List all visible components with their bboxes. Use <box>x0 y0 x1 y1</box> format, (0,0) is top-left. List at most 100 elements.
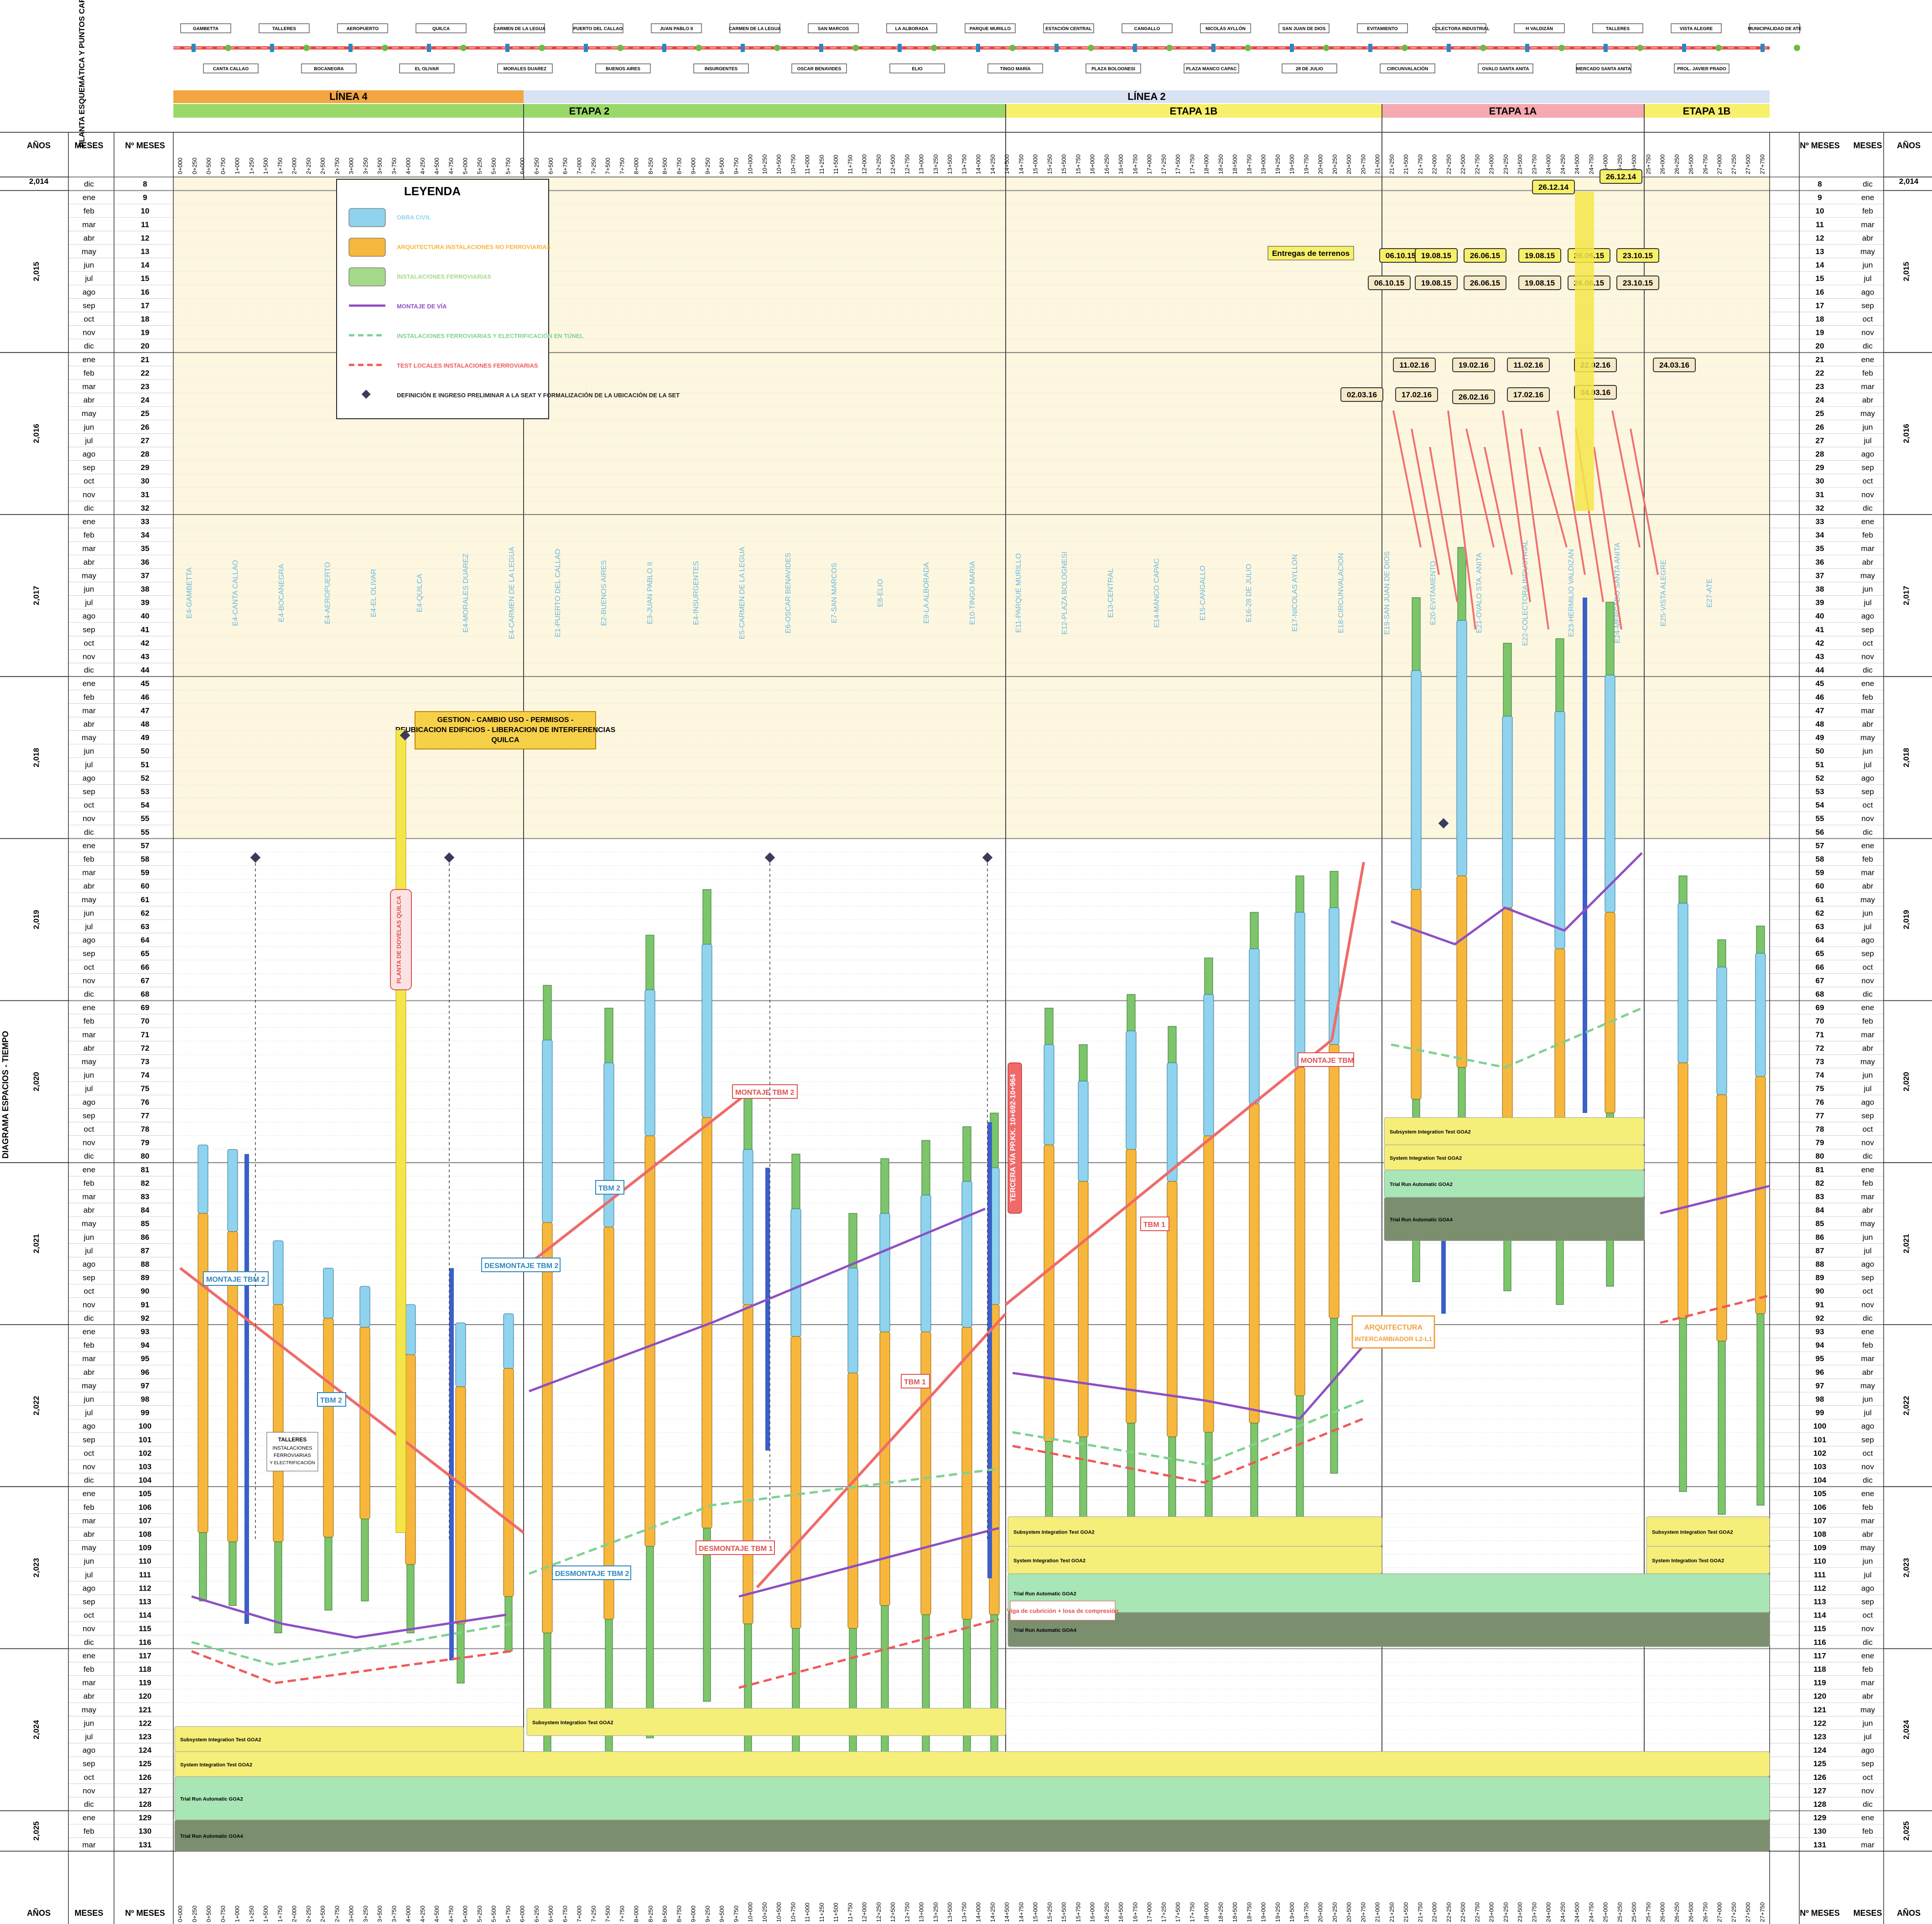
civil-works-bar <box>644 989 655 1136</box>
station-box-top <box>808 23 859 33</box>
tbm-label: MONTAJE TBM 2 <box>206 1276 265 1284</box>
month-number-right: 81 <box>1816 1165 1824 1174</box>
station-box-bottom <box>1380 63 1435 73</box>
pk-tick-label-top: 5+750 <box>504 157 511 174</box>
month-number: 72 <box>141 1044 150 1052</box>
tunnel-diagonal <box>1557 410 1586 575</box>
month-number-right: 109 <box>1813 1544 1826 1552</box>
station-box-top <box>494 23 545 33</box>
pk-tick-label-top: 4+500 <box>433 157 440 174</box>
test-dashed-line <box>738 1618 999 1689</box>
architecture-bar <box>1456 875 1467 1068</box>
month-name: feb <box>83 855 94 863</box>
station-box-bottom <box>203 63 259 73</box>
pk-tick-label-bottom: 13+500 <box>946 1902 953 1922</box>
pk-tick-label-top: 12+000 <box>861 154 868 174</box>
pre-works-bar <box>921 1140 930 1196</box>
pk-tick-label-top: 13+750 <box>961 154 967 174</box>
month-number-right: 20 <box>1816 342 1824 350</box>
month-name-right: dic <box>1863 990 1873 998</box>
pk-tick-label-bottom: 3+500 <box>376 1905 383 1922</box>
tunnel-diagonal <box>1538 447 1568 548</box>
phase-trialrun-goa2-1b-label: Trial Run Automatic GOA2 <box>1013 1591 1076 1597</box>
month-name-right: feb <box>1862 693 1873 702</box>
station-marker <box>1133 44 1137 52</box>
tbm-label-box <box>203 1271 269 1286</box>
station-name-top: H VALDIZÁN <box>1526 26 1553 31</box>
date-badge <box>1415 248 1458 263</box>
legend-label: INSTALACIONES FERROVIARIAS Y ELECTRIFICA… <box>397 333 584 339</box>
station-box-bottom <box>987 63 1043 73</box>
month-number-right: 28 <box>1816 450 1824 458</box>
col-months-footer-right: MESES <box>1853 1908 1882 1918</box>
station-design-label: E21-OVALO STA. ANITA <box>1475 553 1483 633</box>
month-number-right: 68 <box>1816 990 1824 998</box>
station-marker <box>662 44 666 52</box>
station-box-bottom <box>497 63 553 73</box>
station-marker <box>819 44 823 52</box>
month-number-right: 23 <box>1816 382 1824 391</box>
pk-tick-label-top: 26+750 <box>1702 154 1709 174</box>
pk-tick-label-top: 22+000 <box>1431 154 1438 174</box>
pre-works-bar <box>1678 875 1688 904</box>
arquitectura-callout <box>1351 1315 1435 1349</box>
month-number-right: 51 <box>1816 760 1824 769</box>
pk-tick-label-top: 15+750 <box>1075 154 1081 174</box>
month-number-right: 70 <box>1816 1017 1824 1025</box>
month-name: jun <box>83 261 94 270</box>
month-name: oct <box>84 1125 94 1134</box>
month-number: 30 <box>141 477 150 485</box>
month-number: 42 <box>141 639 150 647</box>
month-number: 46 <box>141 693 150 702</box>
station-name-bottom: PLAZA BOLOGNESI <box>1091 67 1135 72</box>
month-name: abr <box>83 1530 95 1539</box>
station-marker <box>1525 44 1529 52</box>
civil-works-bar <box>542 1040 553 1223</box>
pk-tick-label-bottom: 27+750 <box>1759 1902 1766 1922</box>
pre-works-bar <box>702 889 712 945</box>
month-number: 93 <box>141 1327 150 1336</box>
month-number-right: 59 <box>1816 868 1824 877</box>
month-name: sep <box>83 1597 95 1606</box>
station-box-top <box>1592 23 1643 33</box>
month-number-right: 12 <box>1816 234 1824 242</box>
year-label-right: 2,017 <box>1902 586 1911 605</box>
date-badge-text: 11.02.16 <box>1399 361 1429 369</box>
month-name-right: mar <box>1861 706 1875 715</box>
pk-tick-label-top: 17+000 <box>1146 154 1153 174</box>
seat-diamond-marker <box>1438 818 1449 829</box>
planta-dovelas-box <box>390 889 412 990</box>
pk-tick-label-bottom: 12+500 <box>889 1902 896 1922</box>
month-name-right: jul <box>1863 1570 1871 1579</box>
pk-tick-label-bottom: 20+500 <box>1345 1902 1352 1922</box>
civil-works-bar <box>1411 670 1422 890</box>
pre-works-bar <box>1412 597 1421 671</box>
pk-tick-label-top: 14+250 <box>989 154 996 174</box>
date-badge-text: 17.02.16 <box>1513 390 1543 399</box>
month-name-right: ene <box>1861 841 1874 850</box>
civil-works-bar <box>743 1149 753 1305</box>
date-badge <box>1395 387 1438 402</box>
month-number: 12 <box>141 234 150 242</box>
test-dashed-line <box>1012 1399 1364 1466</box>
month-name-right: jun <box>1862 1233 1873 1242</box>
phase-trialrun-goa4-all-label: Trial Run Automatic GOA4 <box>180 1834 244 1839</box>
legend-label: INSTALACIONES FERROVIARIAS <box>397 273 491 280</box>
station-box-top <box>1435 23 1486 33</box>
pk-tick-label-top: 23+750 <box>1531 154 1537 174</box>
pk-tick-label-bottom: 17+000 <box>1146 1902 1153 1922</box>
month-number: 36 <box>141 558 150 567</box>
phase-subsystem-1b-label: Subsystem Integration Test GOA2 <box>1013 1530 1095 1535</box>
pk-tick-label-top: 26+250 <box>1673 154 1680 174</box>
month-name-right: feb <box>1862 369 1873 377</box>
pk-tick-label-bottom: 24+000 <box>1545 1902 1552 1922</box>
month-name-right: mar <box>1861 1841 1875 1849</box>
pk-tick-label-bottom: 23+000 <box>1488 1902 1495 1922</box>
pre-works-bar <box>1295 875 1304 913</box>
station-name-top: EVITAMIENTO <box>1367 26 1398 31</box>
railway-installations-bar <box>324 1537 332 1611</box>
tbm-label: TBM 2 <box>320 1397 342 1404</box>
month-number: 9 <box>143 193 147 202</box>
line2-header <box>524 90 1770 103</box>
month-name-right: nov <box>1861 1300 1874 1309</box>
